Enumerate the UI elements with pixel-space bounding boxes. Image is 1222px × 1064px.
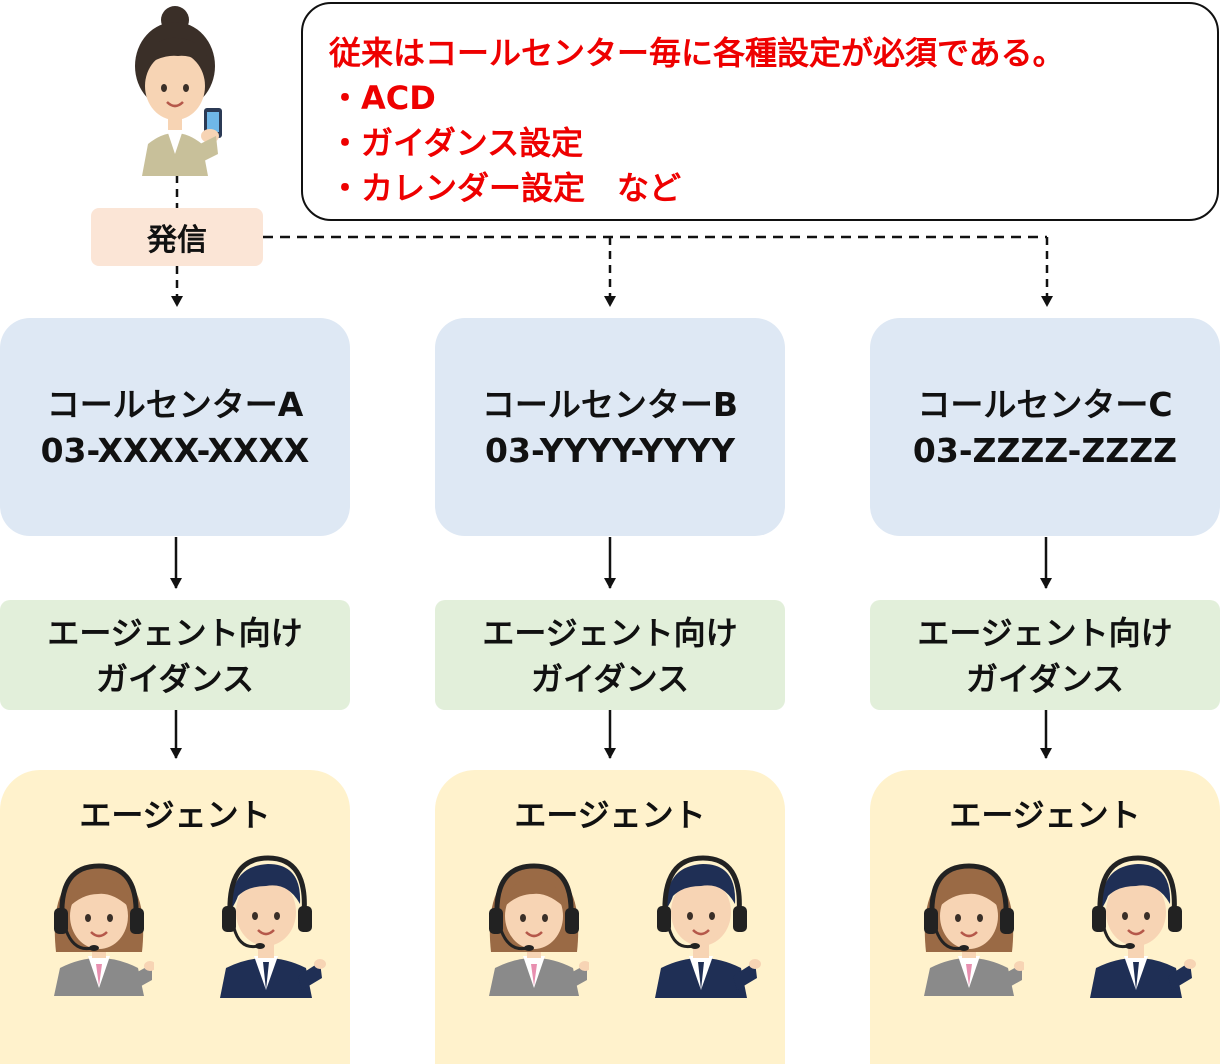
guidance-line: エージェント向け: [917, 614, 1173, 652]
agents-title: エージェント: [514, 796, 706, 834]
guidance-line: エージェント向け: [482, 614, 738, 652]
note-item-acd: ・ACD: [329, 79, 436, 117]
note-heading: 従来はコールセンター毎に各種設定が必須である。: [329, 34, 1065, 72]
female-agent-headset-icon: [914, 856, 1026, 1000]
call-center-c: コールセンターC 03-ZZZZ-ZZZZ: [870, 318, 1220, 536]
note-item-guidance: ・ガイダンス設定: [329, 124, 584, 162]
female-agent-headset-icon: [44, 856, 156, 1000]
caller-woman-icon: [135, 6, 222, 176]
female-agent-headset-icon: [479, 856, 591, 1000]
agents-panel-b: エージェント: [435, 770, 785, 1064]
agent-guidance-c: エージェント向け ガイダンス: [870, 600, 1220, 710]
call-center-name: コールセンターC: [917, 385, 1173, 424]
note-item-calendar: ・カレンダー設定 など: [329, 169, 682, 207]
agents-title: エージェント: [79, 796, 271, 834]
call-center-name: コールセンターA: [46, 385, 304, 424]
agent-guidance-b: エージェント向け ガイダンス: [435, 600, 785, 710]
call-center-phone: 03-YYYY-YYYY: [485, 431, 735, 470]
call-center-phone: 03-XXXX-XXXX: [40, 431, 310, 470]
call-center-a: コールセンターA 03-XXXX-XXXX: [0, 318, 350, 536]
agents-title: エージェント: [949, 796, 1141, 834]
male-agent-headset-icon: [1078, 852, 1198, 1002]
agents-panel-c: エージェント: [870, 770, 1220, 1064]
agents-panel-a: エージェント: [0, 770, 350, 1064]
call-center-name: コールセンターB: [481, 385, 739, 424]
call-center-b: コールセンターB 03-YYYY-YYYY: [435, 318, 785, 536]
call-center-phone: 03-ZZZZ-ZZZZ: [912, 431, 1178, 470]
guidance-line: ガイダンス: [95, 660, 255, 698]
guidance-line: ガイダンス: [530, 660, 690, 698]
agent-guidance-a: エージェント向け ガイダンス: [0, 600, 350, 710]
guidance-line: ガイダンス: [965, 660, 1125, 698]
male-agent-headset-icon: [643, 852, 763, 1002]
requirements-note: 従来はコールセンター毎に各種設定が必須である。 ・ACD ・ガイダンス設定 ・カ…: [301, 2, 1219, 221]
outgoing-call-label: 発信: [91, 208, 263, 266]
guidance-line: エージェント向け: [47, 614, 303, 652]
male-agent-headset-icon: [208, 852, 328, 1002]
